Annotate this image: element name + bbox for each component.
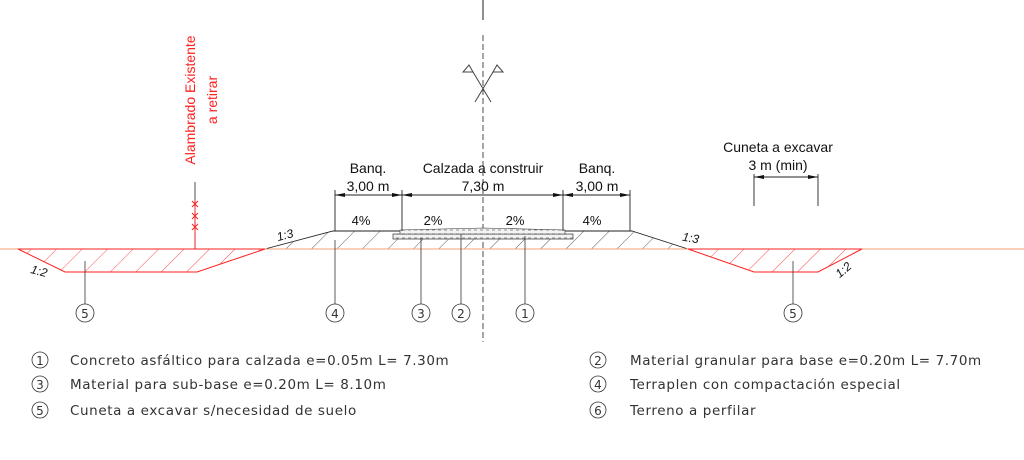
svg-text:4: 4 — [594, 378, 602, 392]
legend-item: 1 Concreto asfáltico para calzada e=0.05… — [31, 351, 449, 369]
svg-text:6: 6 — [594, 404, 602, 418]
svg-text:1: 1 — [36, 354, 44, 368]
svg-text:5: 5 — [81, 307, 89, 321]
road-dimension — [334, 190, 631, 231]
shoulder-left-label: Banq. — [350, 160, 387, 176]
svg-text:5: 5 — [789, 307, 797, 321]
legend-item: 5 Cuneta a excavar s/necesidad de suelo — [31, 401, 357, 419]
slope-embankment-right: 1:3 — [681, 230, 700, 247]
slope-lane-left: 2% — [424, 213, 443, 228]
fence-icon — [191, 182, 199, 249]
legend-item: 2 Material granular para base e=0.20m L=… — [589, 351, 982, 369]
fence-label-2: a retirar — [204, 76, 220, 125]
ditch-dimension — [753, 174, 819, 206]
base-layer — [399, 227, 566, 235]
svg-text:Cuneta a excavar s/necesidad d: Cuneta a excavar s/necesidad de suelo — [70, 403, 357, 419]
svg-text:4: 4 — [331, 307, 339, 321]
slope-shoulder-right: 4% — [583, 213, 602, 228]
ditch-width: 3 m (min) — [748, 157, 807, 173]
svg-text:Terraplen con compactación esp: Terraplen con compactación especial — [629, 377, 901, 393]
roadway-width: 7,30 m — [462, 178, 505, 194]
subbase-layer — [392, 233, 574, 240]
legend-item: 6 Terreno a perfilar — [589, 401, 756, 419]
legend-item: 4 Terraplen con compactación especial — [589, 375, 901, 393]
svg-text:Terreno a perfilar: Terreno a perfilar — [629, 403, 756, 419]
shoulder-left-width: 3,00 m — [347, 178, 390, 194]
shoulder-right-width: 3,00 m — [576, 178, 619, 194]
slope-ditch-left: 1:2 — [29, 262, 49, 280]
svg-text:Concreto asfáltico para calzad: Concreto asfáltico para calzada e=0.05m … — [70, 353, 449, 369]
callout-marker: 4 — [325, 303, 345, 323]
svg-text:1: 1 — [521, 307, 529, 321]
callout-marker: 5 — [75, 303, 95, 323]
svg-text:2: 2 — [457, 307, 465, 321]
svg-text:3: 3 — [36, 378, 44, 392]
svg-text:Material granular para base e=: Material granular para base e=0.20m L= 7… — [630, 353, 982, 369]
axis-symbol-icon — [461, 64, 505, 103]
fence-label-1: Alambrado Existente — [182, 35, 198, 164]
roadway-label: Calzada a construir — [423, 160, 544, 176]
svg-text:Material para sub-base e=0.20m: Material para sub-base e=0.20m L= 8.10m — [70, 377, 386, 393]
callout-marker: 5 — [783, 303, 803, 323]
svg-text:5: 5 — [36, 404, 44, 418]
shoulder-right-label: Banq. — [579, 160, 616, 176]
svg-text:3: 3 — [417, 307, 425, 321]
legend: 1 Concreto asfáltico para calzada e=0.05… — [31, 351, 982, 419]
legend-item: 3 Material para sub-base e=0.20m L= 8.10… — [31, 375, 386, 393]
svg-text:2: 2 — [594, 354, 602, 368]
callout-marker: 3 — [411, 303, 431, 323]
left-ditch — [17, 248, 266, 273]
right-ditch — [687, 248, 863, 273]
callout-marker: 1 — [515, 303, 535, 323]
slope-embankment-left: 1:3 — [275, 226, 295, 244]
slope-lane-right: 2% — [506, 213, 525, 228]
ditch-label: Cuneta a excavar — [723, 139, 833, 155]
slope-shoulder-left: 4% — [352, 213, 371, 228]
callout-marker: 2 — [451, 303, 471, 323]
